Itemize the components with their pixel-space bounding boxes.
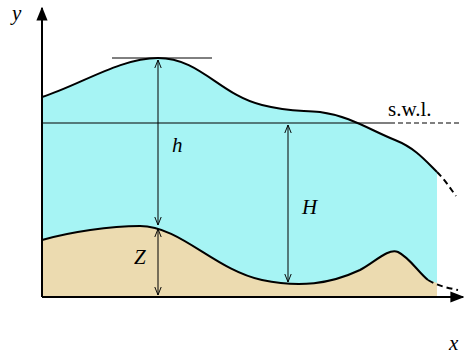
water-surface-dashed (437, 172, 456, 196)
water-surface (42, 58, 437, 172)
dimension-label: Z (134, 246, 146, 269)
axis-label: x (449, 332, 458, 355)
depth-dimension (288, 125, 289, 282)
dimension-label: h (172, 134, 183, 157)
seabed-region (42, 226, 437, 297)
y-axis (41, 8, 43, 297)
still-water-label: s.w.l. (388, 98, 432, 121)
crest-tick (112, 58, 212, 59)
seabed-line-dashed (428, 280, 458, 290)
axis-label: y (12, 2, 21, 25)
x-axis (42, 296, 463, 298)
still-water-line-dashed (390, 122, 462, 123)
water-region (42, 58, 437, 297)
h-dimension (158, 60, 159, 225)
still-water-line (42, 122, 390, 123)
dimension-label: H (302, 196, 317, 219)
seabed-line (42, 226, 428, 284)
z-dimension (158, 229, 159, 295)
